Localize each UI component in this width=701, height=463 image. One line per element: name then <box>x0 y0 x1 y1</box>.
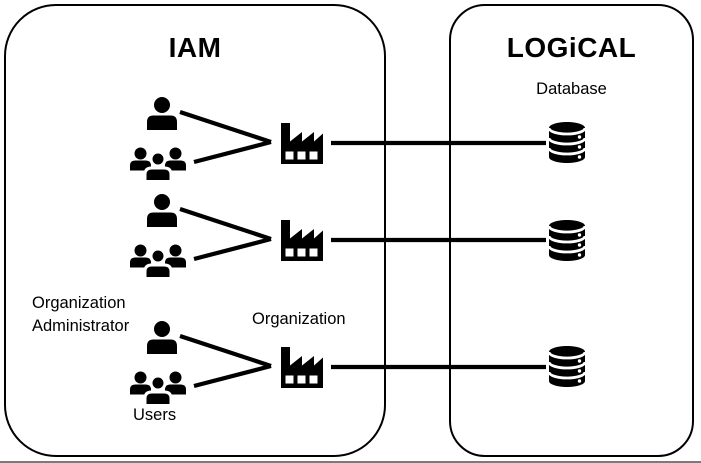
logical-panel-title: LOGiCAL <box>506 32 637 63</box>
factory-icon <box>281 220 323 261</box>
users-group-icon <box>130 371 186 404</box>
organization-label: Organization <box>252 310 346 328</box>
factory-icon <box>281 123 323 164</box>
single-user-icon <box>147 321 177 354</box>
database-cylinder-icon <box>547 220 587 261</box>
iam-panel: IAM <box>4 4 386 457</box>
single-user-icon <box>147 194 177 227</box>
database-cylinder-icon <box>547 346 587 387</box>
iam-panel-title: IAM <box>168 32 222 63</box>
factory-icon <box>281 347 323 388</box>
single-user-icon <box>147 97 177 130</box>
users-group-icon <box>130 244 186 277</box>
database-label: Database <box>536 80 607 98</box>
database-cylinder-icon <box>547 122 587 163</box>
users-label: Users <box>133 406 177 424</box>
image-bottom-edge <box>0 461 701 463</box>
users-group-icon <box>130 147 186 180</box>
logical-panel: LOGiCAL Database <box>449 4 694 457</box>
organization-administrator-label: Organization Administrator <box>32 294 130 335</box>
